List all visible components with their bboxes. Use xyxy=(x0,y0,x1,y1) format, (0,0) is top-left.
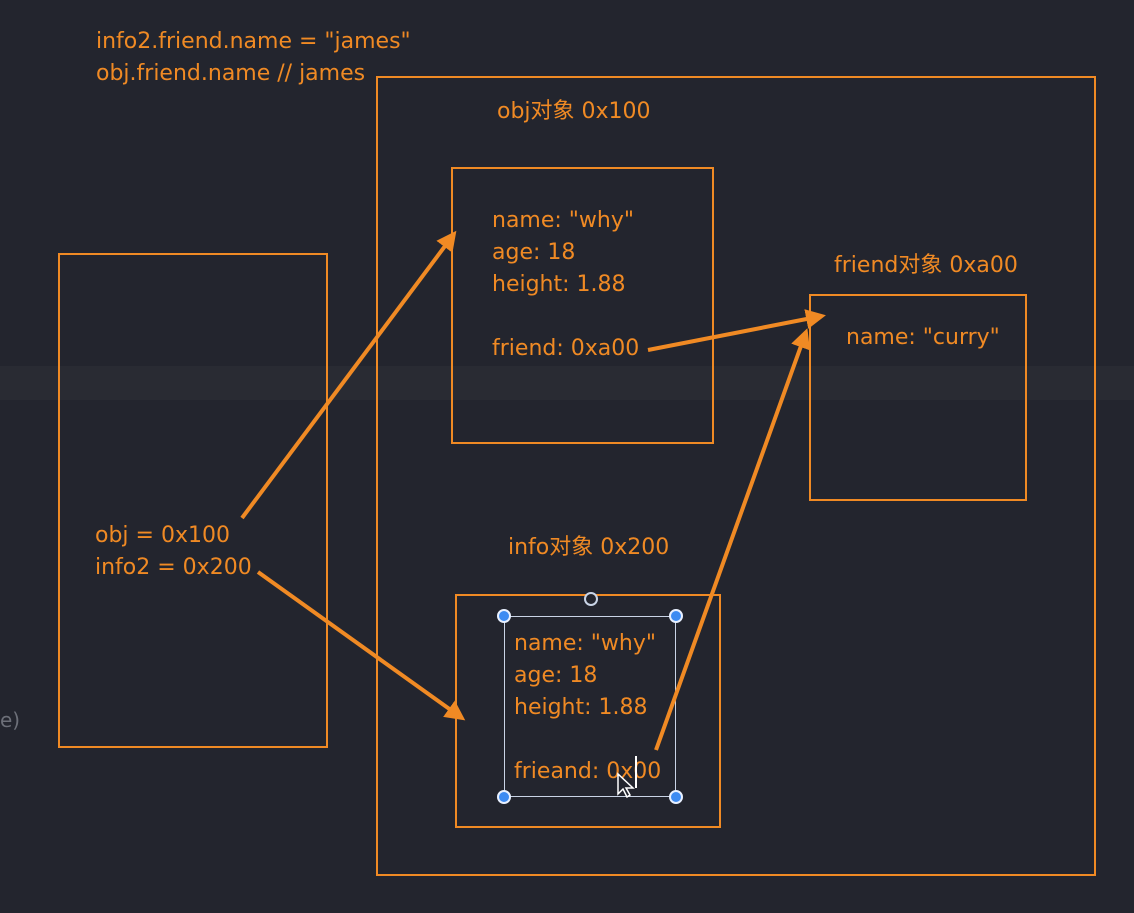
heap-box xyxy=(376,76,1096,876)
resize-handle-bottom-right[interactable] xyxy=(669,790,683,804)
stack-info2-var: info2 = 0x200 xyxy=(95,555,252,580)
friend-object-box xyxy=(809,294,1027,501)
friend-name-prop: name: "curry" xyxy=(846,325,1000,350)
obj-name-prop: name: "why" xyxy=(492,208,634,233)
stack-obj-var: obj = 0x100 xyxy=(95,523,230,548)
info-friend-prop[interactable]: frieand: 0x00 xyxy=(514,759,662,784)
obj-object-box xyxy=(451,167,714,444)
mouse-pointer-icon xyxy=(617,772,635,799)
info-object-title: info对象 0x200 xyxy=(508,535,670,560)
selection-frame[interactable] xyxy=(504,616,676,797)
obj-object-title: obj对象 0x100 xyxy=(497,99,651,124)
stack-box xyxy=(58,253,328,748)
rotate-handle-icon[interactable] xyxy=(584,592,598,606)
obj-height-prop: height: 1.88 xyxy=(492,272,626,297)
info-name-prop: name: "why" xyxy=(514,631,656,656)
arrow-info2-to-info-object xyxy=(256,570,466,721)
resize-handle-top-left[interactable] xyxy=(497,609,511,623)
note-line-1: info2.friend.name = "james" xyxy=(96,29,411,54)
resize-handle-bottom-left[interactable] xyxy=(497,790,511,804)
obj-friend-prop: friend: 0xa00 xyxy=(492,336,640,361)
info-height-prop: height: 1.88 xyxy=(514,695,648,720)
obj-age-prop: age: 18 xyxy=(492,240,576,265)
resize-handle-top-right[interactable] xyxy=(669,609,683,623)
arrow-info-friend-to-friend-object xyxy=(654,328,811,751)
edge-text-fragment: e) xyxy=(0,708,21,732)
arrow-obj-to-obj-object xyxy=(240,230,457,520)
highlight-band xyxy=(0,366,1134,400)
arrow-obj-friend-to-friend-object xyxy=(647,309,826,352)
note-line-2: obj.friend.name // james xyxy=(96,61,366,86)
info-age-prop: age: 18 xyxy=(514,663,598,688)
friend-object-title: friend对象 0xa00 xyxy=(834,253,1018,278)
